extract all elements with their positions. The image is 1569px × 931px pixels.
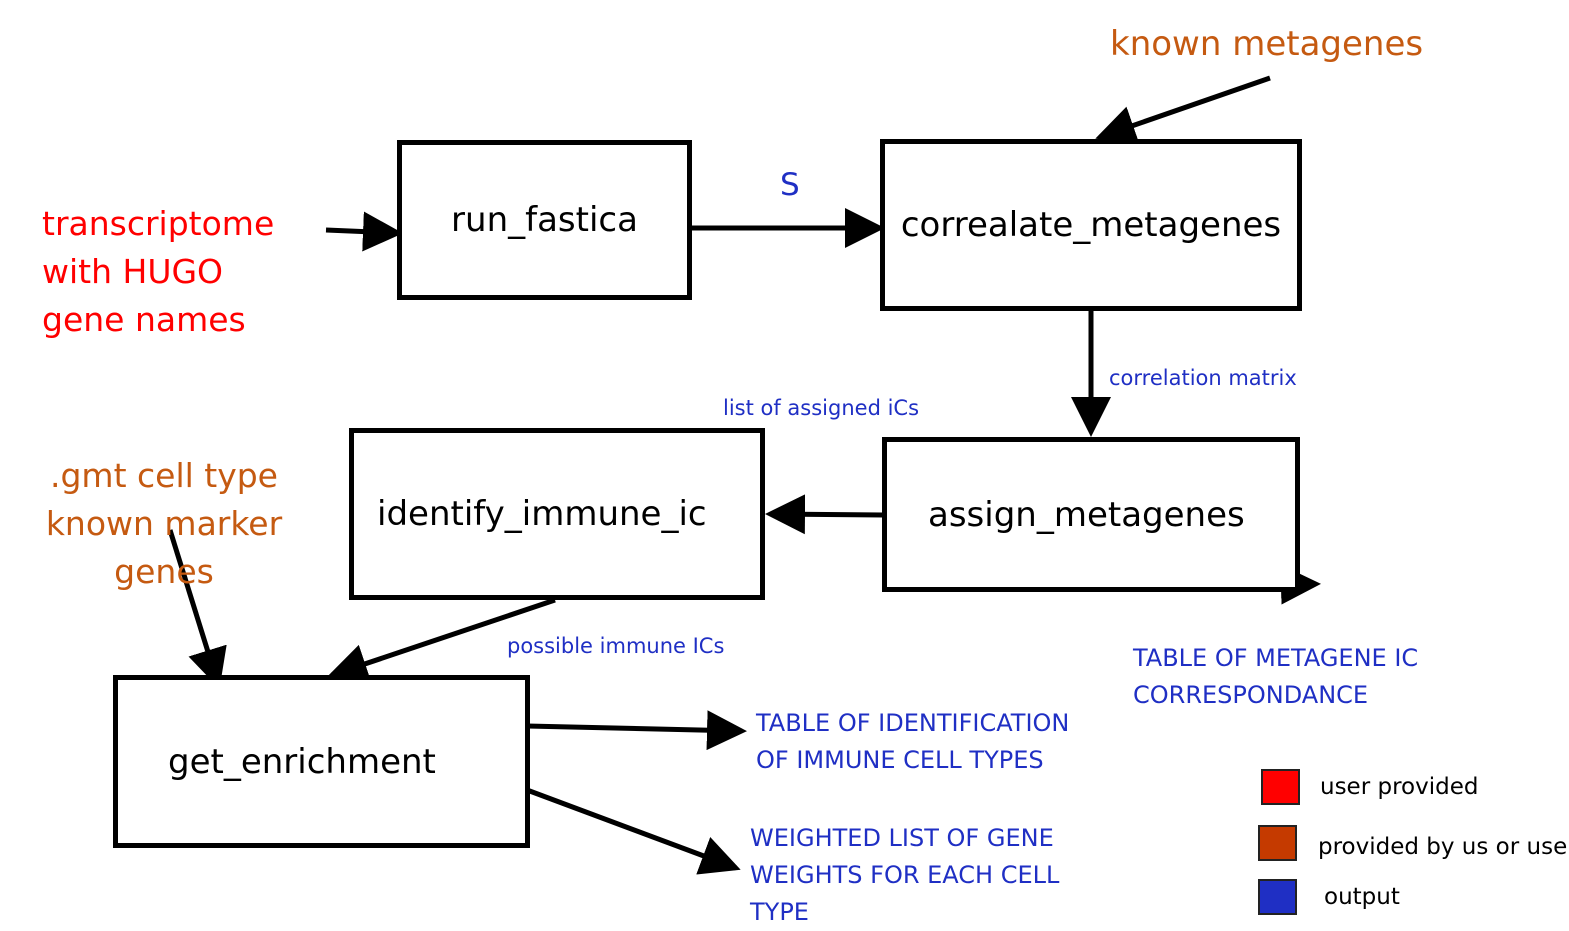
assign-metagenes-box: assign_metagenes — [882, 437, 1300, 592]
arrow-gmt-to-get-enrichment — [167, 529, 227, 689]
get-enrichment-box: get_enrichment — [113, 675, 530, 848]
arrow-identify-to-get-enrichment — [327, 597, 556, 683]
list-of-assigned-ics-label: list of assigned iCs — [723, 396, 920, 420]
get-enrichment-label: get_enrichment — [168, 741, 436, 782]
metagene-table-output-label: TABLE OF METAGENE IC CORRESPONDANCE — [1133, 644, 1419, 709]
arrow-transcriptome-to-run-fastica — [325, 211, 403, 252]
run-fastica-label: run_fastica — [451, 200, 638, 240]
arrow-assign-to-identify — [765, 494, 884, 535]
arrow-get-enrichment-to-weighted-list — [526, 787, 741, 875]
arrow-known-metagenes-to-correlate — [1095, 75, 1271, 145]
identify-immune-ic-box: identify_immune_ic — [349, 428, 765, 600]
run-fastica-box: run_fastica — [397, 140, 692, 300]
correlation-matrix-label: correlation matrix — [1109, 366, 1297, 390]
identify-immune-ic-label: identify_immune_ic — [377, 494, 707, 534]
known-metagenes-input-label: known metagenes — [1110, 24, 1424, 64]
correlate-metagenes-box: correalate_metagenes — [880, 139, 1302, 311]
transcriptome-input-label: transcriptome with HUGO gene names — [42, 204, 275, 339]
arrow-get-enrichment-to-identification-table — [526, 710, 747, 751]
legend-output-swatch — [1258, 879, 1297, 915]
identification-table-output-label: TABLE OF IDENTIFICATION OF IMMUNE CELL T… — [756, 709, 1070, 774]
s-matrix-label: S — [780, 167, 800, 203]
weighted-list-output-label: WEIGHTED LIST OF GENE WEIGHTS FOR EACH C… — [750, 824, 1060, 926]
possible-immune-ics-label: possible immune ICs — [507, 634, 725, 658]
legend-user-provided-label: user provided — [1320, 774, 1479, 800]
legend-output-label: output — [1324, 884, 1400, 910]
correlate-metagenes-label: correalate_metagenes — [900, 205, 1282, 245]
legend-provided-by-us-label: provided by us or user — [1318, 834, 1569, 860]
legend-provided-by-us-swatch — [1258, 825, 1297, 861]
assign-metagenes-label: assign_metagenes — [928, 494, 1245, 535]
legend-user-provided-swatch — [1261, 769, 1300, 805]
gmt-input-label: .gmt cell type known marker genes — [45, 456, 283, 591]
